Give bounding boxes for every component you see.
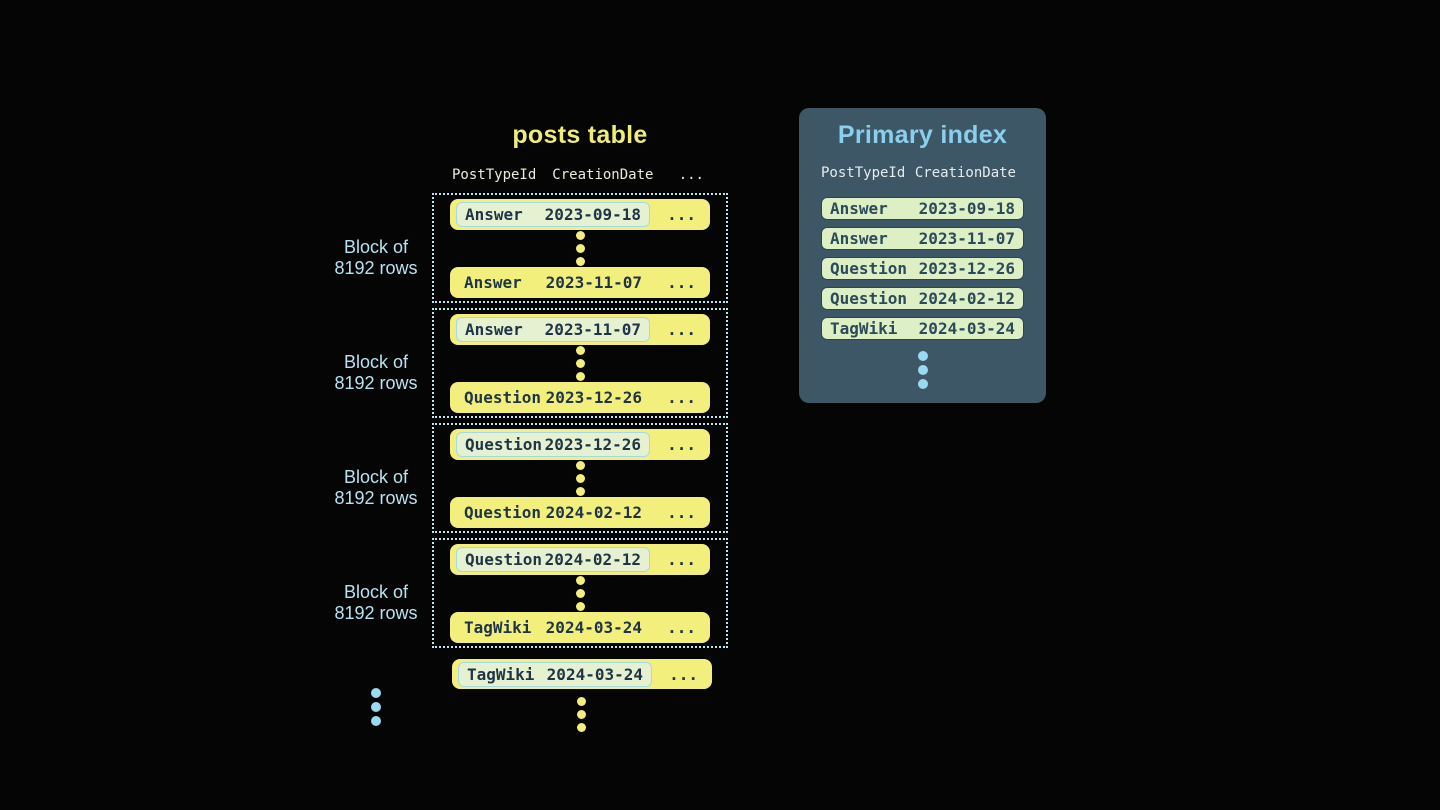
row-ellipsis: ... [667, 618, 696, 637]
block-label: Block of 8192 rows [334, 582, 418, 623]
row-posttypeid: Answer [465, 205, 523, 224]
block-label: Block of 8192 rows [334, 237, 418, 278]
index-row: Answer 2023-09-18 [821, 197, 1024, 220]
row-creationdate: 2024-03-24 [546, 664, 643, 684]
row-posttypeid: TagWiki [830, 319, 898, 338]
row-creationdate: 2024-02-12 [545, 503, 642, 522]
row-ellipsis: ... [667, 503, 696, 522]
more-blocks-dots-vertical [371, 688, 381, 726]
row-block: Question 2023-12-26 ... Question 2024-02… [432, 423, 728, 533]
table-row-last: Question 2024-02-12 ... [450, 497, 710, 528]
table-row-last: Answer 2023-11-07 ... [450, 267, 710, 298]
row-posttypeid: Answer [830, 199, 888, 218]
row-creationdate: 2024-02-12 [544, 550, 641, 569]
row-cell-highlight: Answer 2023-11-07 [456, 317, 650, 342]
row-posttypeid: TagWiki [464, 618, 532, 637]
row-posttypeid: Question [465, 550, 543, 569]
row-posttypeid: Answer [464, 273, 522, 292]
row-posttypeid: Question [464, 503, 542, 522]
ellipsis-dots-vertical [575, 346, 585, 381]
row-posttypeid: Answer [465, 320, 523, 339]
row-ellipsis: ... [667, 320, 696, 339]
row-cell: TagWiki 2024-03-24 [456, 615, 650, 640]
row-posttypeid: Answer [830, 229, 888, 248]
row-ellipsis: ... [667, 205, 696, 224]
table-row-first: Question 2023-12-26 ... [450, 429, 710, 460]
row-ellipsis: ... [667, 435, 696, 454]
row-block: Question 2024-02-12 ... TagWiki 2024-03-… [432, 538, 728, 648]
row-creationdate: 2023-11-07 [545, 273, 642, 292]
index-row: Question 2023-12-26 [821, 257, 1024, 280]
row-block: Answer 2023-11-07 ... Question 2023-12-2… [432, 308, 728, 418]
table-row-last: Question 2023-12-26 ... [450, 382, 710, 413]
row-creationdate: 2023-12-26 [544, 435, 641, 454]
row-cell-highlight: Question 2023-12-26 [456, 432, 650, 457]
row-ellipsis: ... [667, 273, 696, 292]
row-cell: Answer 2023-11-07 [456, 270, 650, 295]
table-row-tail: TagWiki 2024-03-24 ... [452, 659, 712, 689]
row-posttypeid: Question [465, 435, 543, 454]
column-header-posttypeid: PostTypeId [821, 165, 906, 181]
block-label: Block of 8192 rows [334, 467, 418, 508]
row-creationdate: 2023-09-18 [544, 205, 641, 224]
row-cell-highlight: Question 2024-02-12 [456, 547, 650, 572]
primary-index-rows: Answer 2023-09-18 Answer 2023-11-07 Ques… [821, 197, 1024, 340]
ellipsis-dots-vertical [917, 351, 928, 389]
row-creationdate: 2024-03-24 [545, 618, 642, 637]
row-posttypeid: Question [830, 259, 908, 278]
row-creationdate: 2023-09-18 [918, 199, 1015, 218]
row-ellipsis: ... [667, 388, 696, 407]
table-row-first: Question 2024-02-12 ... [450, 544, 710, 575]
table-row-first: Answer 2023-11-07 ... [450, 314, 710, 345]
index-row: Question 2024-02-12 [821, 287, 1024, 310]
row-posttypeid: TagWiki [467, 664, 535, 684]
block-label: Block of 8192 rows [334, 352, 418, 393]
row-posttypeid: Question [830, 289, 908, 308]
table-row-last: TagWiki 2024-03-24 ... [450, 612, 710, 643]
index-row: Answer 2023-11-07 [821, 227, 1024, 250]
row-ellipsis: ... [667, 550, 696, 569]
row-ellipsis: ... [669, 664, 698, 684]
row-posttypeid: Question [464, 388, 542, 407]
row-block: Answer 2023-09-18 ... Answer 2023-11-07 … [432, 193, 728, 303]
posts-table-column-headers: PostTypeId CreationDate ... [432, 167, 728, 183]
column-header-more: ... [678, 167, 704, 183]
ellipsis-dots-vertical [575, 231, 585, 266]
primary-index-panel: Primary index PostTypeId CreationDate An… [799, 108, 1046, 403]
row-creationdate: 2024-03-24 [918, 319, 1015, 338]
row-cell-highlight: TagWiki 2024-03-24 [458, 661, 652, 687]
row-cell: Question 2024-02-12 [456, 500, 650, 525]
column-header-creationdate: CreationDate [552, 167, 654, 183]
row-creationdate: 2023-12-26 [545, 388, 642, 407]
index-row: TagWiki 2024-03-24 [821, 317, 1024, 340]
row-cell: Question 2023-12-26 [456, 385, 650, 410]
ellipsis-dots-vertical [577, 697, 586, 732]
primary-index-column-headers: PostTypeId CreationDate [821, 165, 1024, 181]
row-creationdate: 2023-12-26 [918, 259, 1015, 278]
ellipsis-dots-vertical [575, 461, 585, 496]
row-creationdate: 2023-11-07 [544, 320, 641, 339]
table-row-first: Answer 2023-09-18 ... [450, 199, 710, 230]
row-creationdate: 2024-02-12 [918, 289, 1015, 308]
row-cell-highlight: Answer 2023-09-18 [456, 202, 650, 227]
column-header-creationdate: CreationDate [914, 165, 1016, 181]
column-header-posttypeid: PostTypeId [452, 167, 537, 183]
row-creationdate: 2023-11-07 [918, 229, 1015, 248]
ellipsis-dots-vertical [575, 576, 585, 611]
primary-index-title: Primary index [837, 121, 1008, 149]
posts-table-title: posts table [512, 121, 648, 149]
